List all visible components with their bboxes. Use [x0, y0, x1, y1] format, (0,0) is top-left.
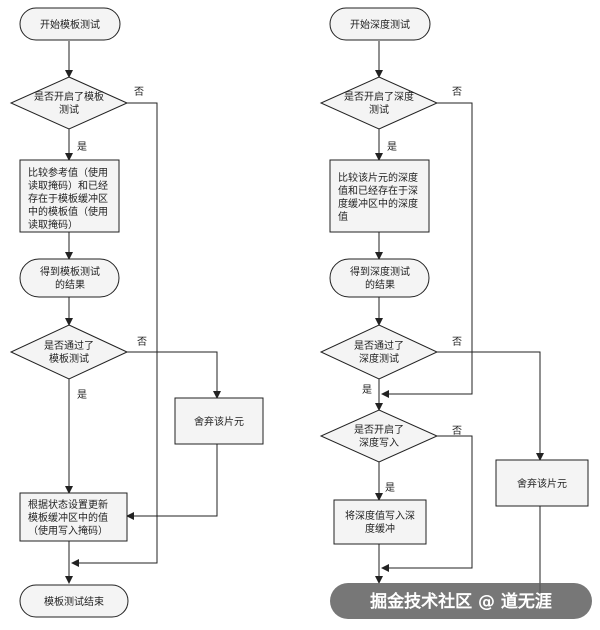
depth-enabled-decision: 是否开启了深度 测试 [319, 76, 439, 130]
svg-text:模板测试结束: 模板测试结束 [44, 595, 104, 608]
svg-text:开始深度测试: 开始深度测试 [350, 18, 410, 31]
svg-text:比较参考值（使用: 比较参考值（使用 [28, 166, 108, 179]
depth-write-decision: 是否开启了 深度写入 [319, 409, 439, 463]
svg-text:得到模板测试: 得到模板测试 [40, 265, 100, 278]
svg-text:中的模板值（使用: 中的模板值（使用 [28, 205, 108, 218]
svg-text:模板缓冲区中的值: 模板缓冲区中的值 [28, 511, 108, 524]
depth-test-flow [375, 41, 544, 595]
svg-text:深度写入: 深度写入 [359, 436, 399, 449]
depth-write-box: 将深度值写入深 度缓冲 [333, 499, 427, 545]
depth-start-node: 开始深度测试 [329, 7, 431, 41]
svg-text:测试: 测试 [369, 103, 389, 116]
stencil-end-node: 模板测试结束 [19, 584, 129, 618]
stencil-start-node: 开始模板测试 [19, 7, 121, 41]
watermark: 掘金技术社区 @ 道无涯 [330, 583, 592, 619]
depth-result-node: 得到深度测试 的结果 [329, 258, 430, 298]
depth-discard-box: 舍弃该片元 [495, 459, 589, 507]
stencil-compare-box: 比较参考值（使用 读取掩码）和已经 存在于模板缓冲区 中的模板值（使用 读取掩码… [19, 159, 120, 233]
no-label: 否 [452, 425, 462, 437]
svg-text:是否开启了模板: 是否开启了模板 [34, 90, 104, 103]
svg-text:值和已经存在于深: 值和已经存在于深 [338, 184, 418, 197]
svg-text:（使用写入掩码）: （使用写入掩码） [28, 524, 108, 537]
stencil-pass-decision: 是否通过了 模板测试 [9, 324, 129, 380]
svg-text:是否通过了: 是否通过了 [354, 339, 404, 352]
svg-text:得到深度测试: 得到深度测试 [350, 265, 410, 278]
svg-text:深度测试: 深度测试 [359, 352, 399, 365]
svg-text:是否通过了: 是否通过了 [44, 339, 94, 352]
yes-label: 是 [77, 141, 87, 153]
svg-text:读取掩码）和已经: 读取掩码）和已经 [28, 179, 108, 192]
yes-label: 是 [385, 482, 395, 494]
svg-text:舍弃该片元: 舍弃该片元 [517, 477, 567, 490]
svg-text:值: 值 [338, 210, 348, 223]
svg-text:模板测试: 模板测试 [49, 352, 89, 365]
stencil-result-node: 得到模板测试 的结果 [19, 258, 120, 298]
svg-text:读取掩码）: 读取掩码） [28, 218, 78, 231]
svg-text:根据状态设置更新: 根据状态设置更新 [28, 498, 108, 511]
svg-text:是否开启了深度: 是否开启了深度 [344, 90, 414, 103]
svg-text:的结果: 的结果 [55, 278, 85, 291]
depth-compare-box: 比较该片元的深度 值和已经存在于深 度缓冲区中的深度 值 [329, 159, 430, 233]
svg-text:度缓冲区中的深度: 度缓冲区中的深度 [338, 197, 418, 210]
depth-pass-decision: 是否通过了 深度测试 [319, 324, 439, 380]
svg-text:将深度值写入深: 将深度值写入深 [345, 509, 415, 522]
yes-label: 是 [387, 141, 397, 153]
svg-text:是否开启了: 是否开启了 [354, 423, 404, 436]
svg-text:存在于模板缓冲区: 存在于模板缓冲区 [28, 192, 108, 205]
no-label: 否 [137, 336, 147, 348]
svg-text:比较该片元的深度: 比较该片元的深度 [338, 171, 418, 184]
yes-label: 是 [362, 384, 372, 396]
svg-text:舍弃该片元: 舍弃该片元 [194, 415, 244, 428]
yes-label: 是 [77, 389, 87, 401]
stencil-update-box: 根据状态设置更新 模板缓冲区中的值 （使用写入掩码） [19, 492, 128, 542]
no-label: 否 [134, 86, 144, 98]
no-label: 否 [452, 86, 462, 98]
stencil-test-flow [65, 41, 221, 584]
stencil-start-label: 开始模板测试 [40, 18, 100, 31]
watermark-text: 掘金技术社区 @ 道无涯 [370, 591, 552, 612]
no-label: 否 [452, 336, 462, 348]
stencil-enabled-decision: 是否开启了模板 测试 [9, 76, 129, 130]
svg-text:的结果: 的结果 [365, 278, 395, 291]
stencil-discard-box: 舍弃该片元 [174, 397, 264, 445]
svg-text:度缓冲: 度缓冲 [365, 522, 395, 535]
svg-text:测试: 测试 [59, 103, 79, 116]
